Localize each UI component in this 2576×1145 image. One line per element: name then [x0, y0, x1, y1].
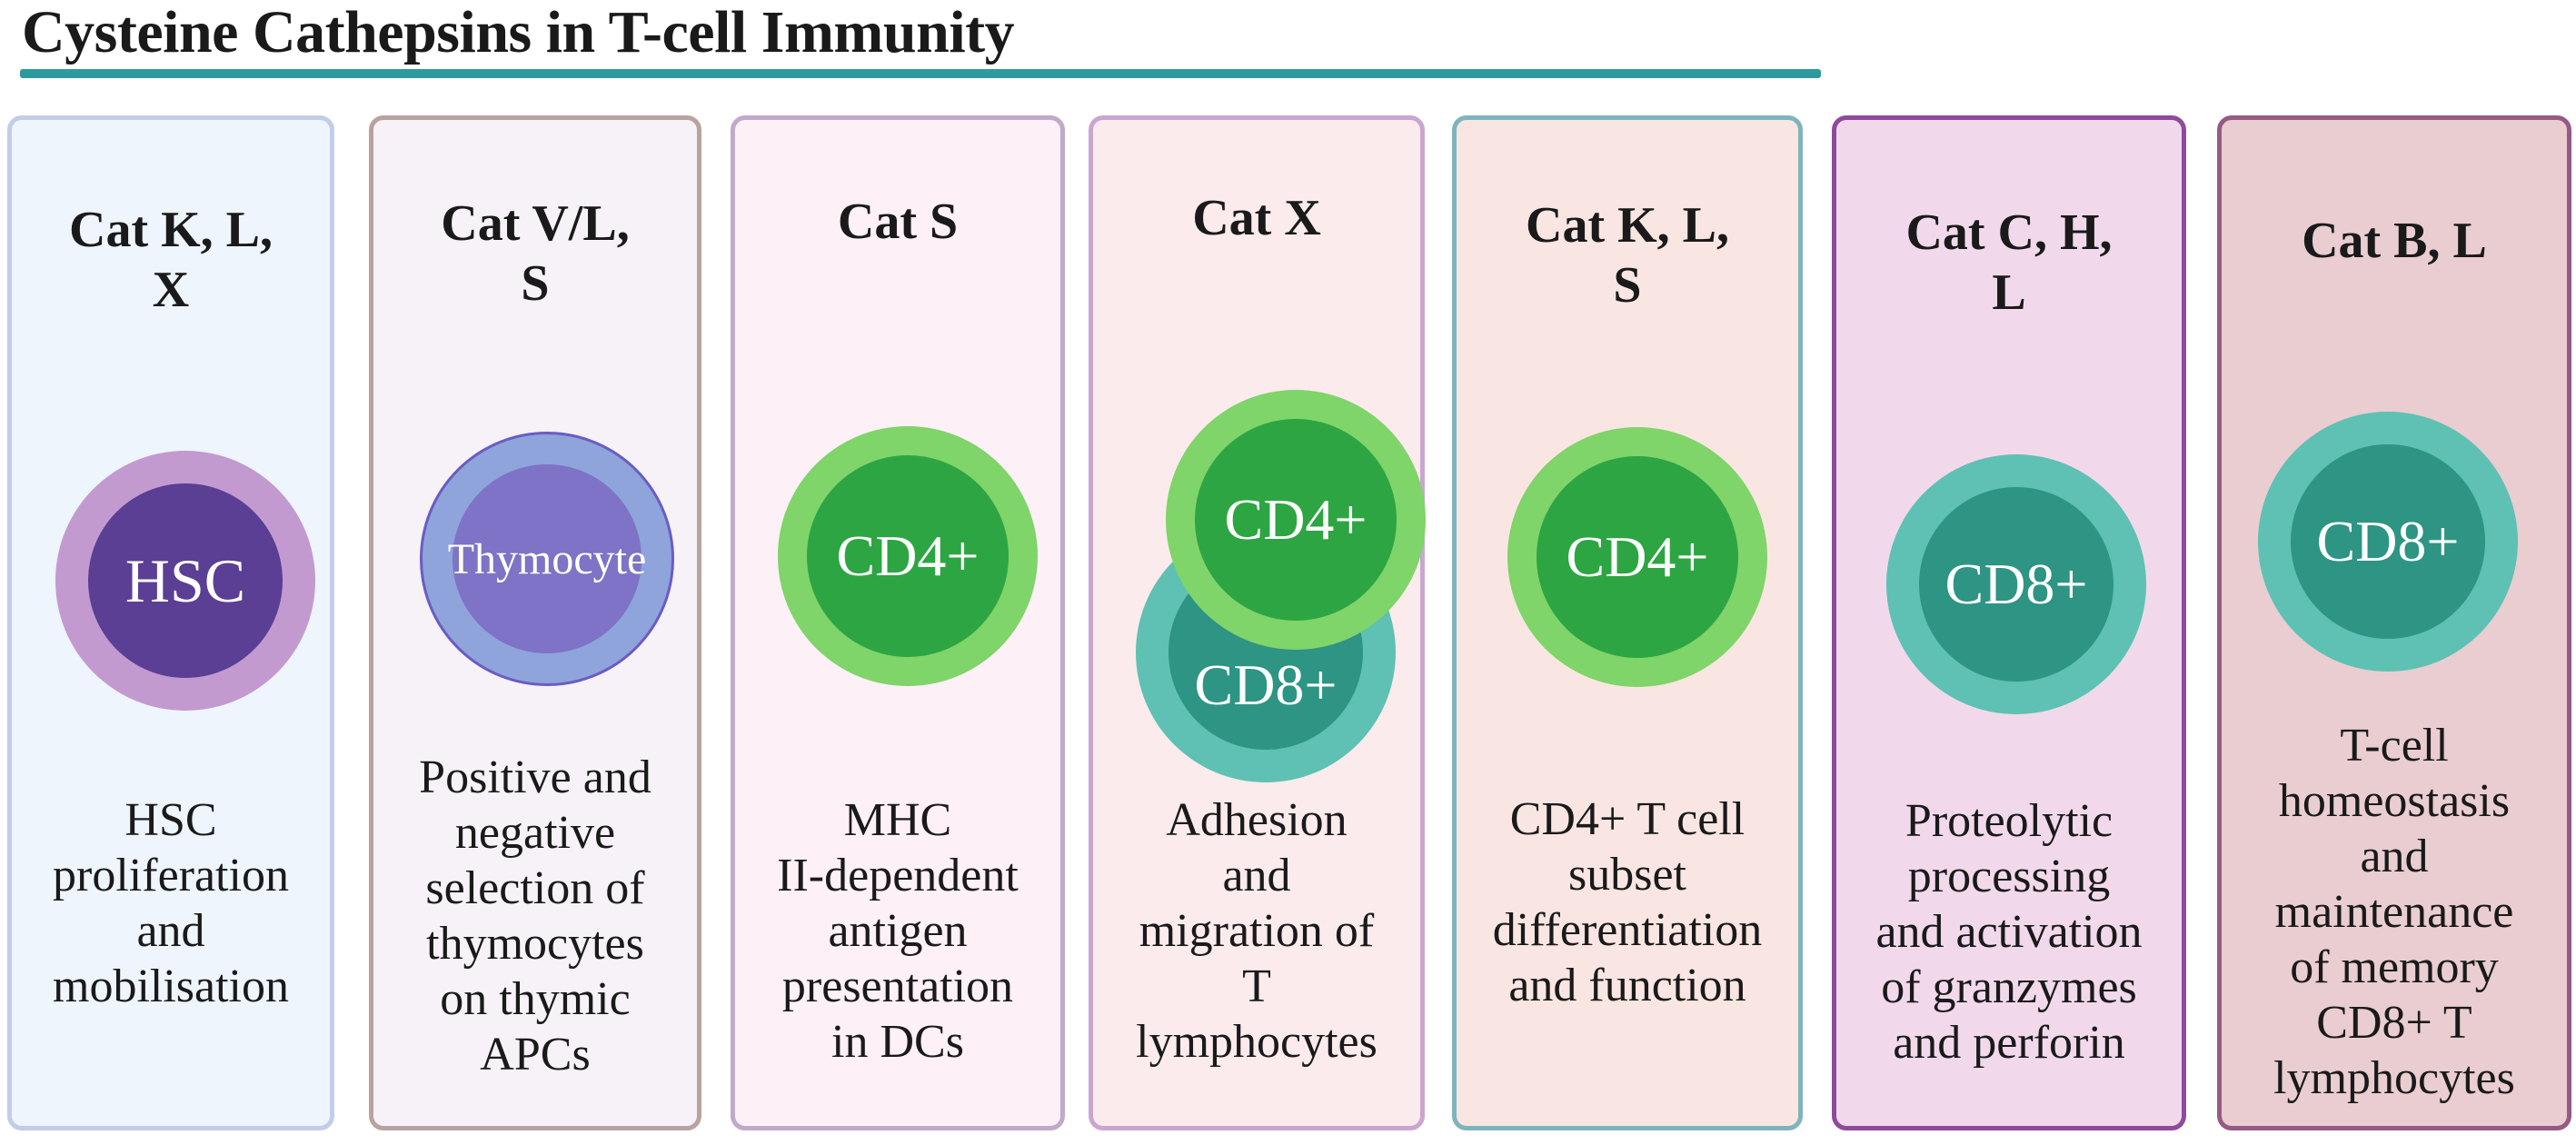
panel-heading: Cat K, L, S	[1526, 197, 1729, 314]
panel-description: CD4+ T cell subset differentiation and f…	[1492, 793, 1763, 1011]
panel-description: MHC II-dependent antigen presentation in…	[777, 794, 1019, 1068]
panel-heading: Cat C, H, L	[1905, 204, 2113, 321]
panel-description: Proteolytic processing and activation of…	[1875, 795, 2143, 1069]
panel-antigen-presentation: Cat S CD4+ MHC II-dependent antigen pres…	[731, 115, 1065, 1130]
panel-adhesion-migration: Cat X CD8+ CD4+ Adhesion and migration o…	[1089, 115, 1426, 1130]
cell-label: CD4+	[1566, 524, 1709, 589]
panel-heading: Cat X	[1192, 190, 1321, 246]
panel-description: T-cell homeostasis and maintenance of me…	[2273, 720, 2515, 1104]
cd8-cell: CD8+	[2258, 412, 2518, 672]
cell-label: CD4+	[1224, 487, 1368, 552]
title-underline	[20, 69, 1821, 78]
panel-heading: Cat K, L, X	[69, 202, 273, 318]
cd4-cell-core: CD4+	[1195, 419, 1397, 621]
cd8-cell-core: CD8+	[2291, 444, 2485, 639]
cell-label: CD4+	[836, 523, 980, 588]
cell-label: CD8+	[1944, 552, 2088, 616]
panel-granzyme-processing: Cat C, H, L CD8+ Proteolytic processing …	[1832, 115, 2186, 1130]
panel-cd4-differentiation: Cat K, L, S CD4+ CD4+ T cell subset diff…	[1452, 115, 1803, 1130]
panel-heading: Cat B, L	[2302, 213, 2487, 269]
panel-memory-homeostasis: Cat B, L CD8+ T-cell homeostasis and mai…	[2217, 115, 2571, 1130]
panel-description: Adhesion and migration of T lymphocytes	[1136, 794, 1378, 1068]
thymocyte-cell-core: Thymocyte	[448, 464, 646, 653]
cd4-cell: CD4+	[1166, 390, 1426, 650]
panel-thymocyte: Cat V/L, S Thymocyte Positive and negati…	[369, 115, 701, 1130]
hsc-cell: HSC	[55, 451, 315, 711]
cd8-cell: CD8+	[1886, 454, 2146, 714]
cell-label: CD8+	[2316, 509, 2460, 573]
cell-label: HSC	[124, 545, 246, 615]
hsc-cell-core: HSC	[88, 483, 283, 678]
cell-label: Thymocyte	[447, 534, 647, 583]
panel-hsc: Cat K, L, X HSC HSC proliferation and mo…	[7, 115, 334, 1130]
cd4-cell: CD4+	[778, 426, 1038, 686]
cd4-cell: CD4+	[1507, 427, 1767, 687]
panel-description: HSC proliferation and mobilisation	[53, 794, 289, 1012]
cd4-cell-core: CD4+	[807, 455, 1009, 657]
panel-description: Positive and negative selection of thymo…	[419, 752, 651, 1080]
cd4-cell-core: CD4+	[1537, 456, 1738, 658]
cell-label: CD8+	[1194, 652, 1338, 717]
panel-heading: Cat S	[837, 194, 959, 250]
page-title: Cysteine Cathepsins in T-cell Immunity	[22, 0, 1015, 65]
thymocyte-cell: Thymocyte	[420, 432, 674, 686]
cd8-cell-core: CD8+	[1919, 487, 2114, 682]
panel-heading: Cat V/L, S	[441, 195, 630, 312]
